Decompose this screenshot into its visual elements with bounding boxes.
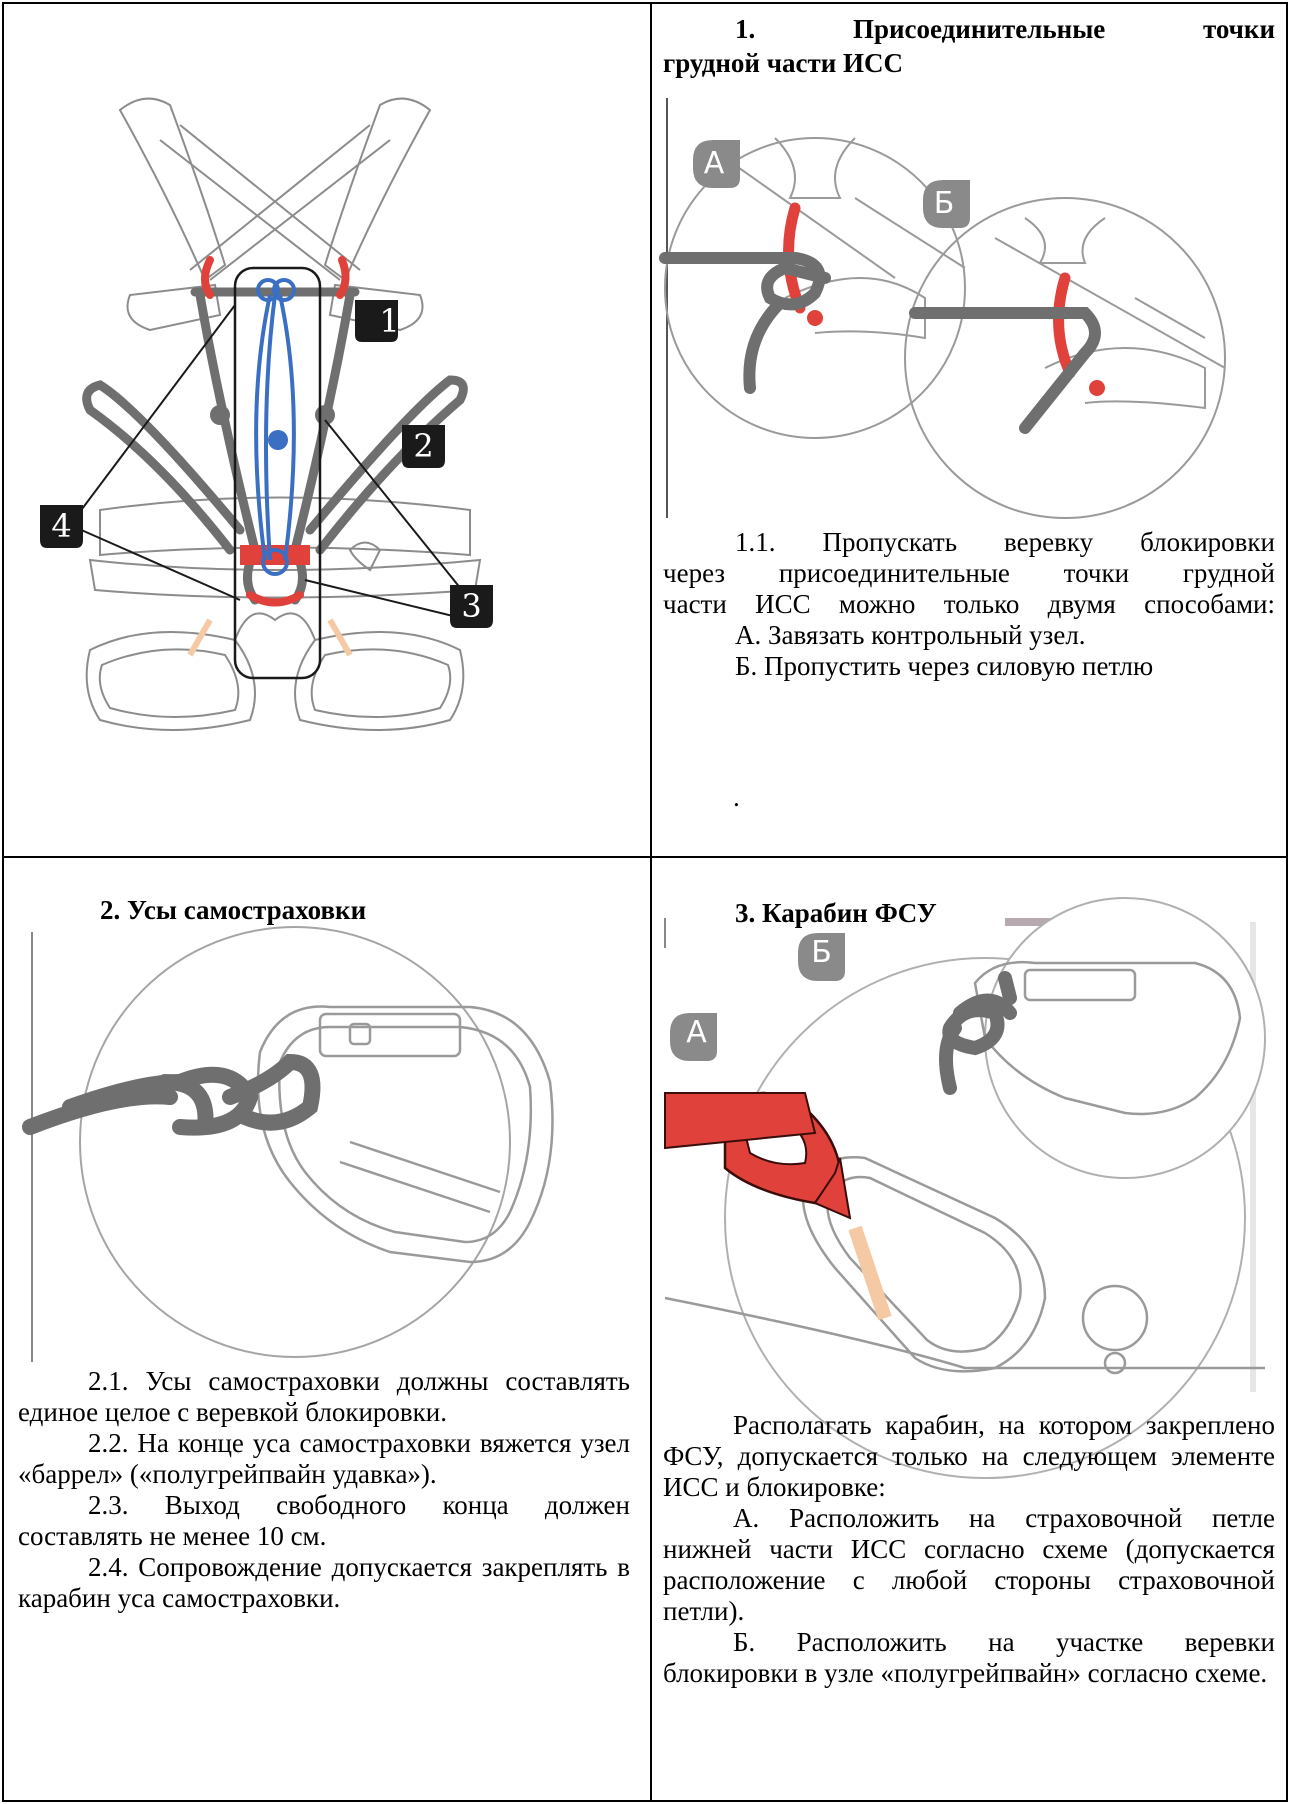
column-divider: [650, 4, 652, 1800]
section1-item-a: А. Завязать контрольный узел.: [663, 620, 1275, 651]
section3-label-b: Б: [798, 935, 845, 970]
marker-2-label: 2: [402, 427, 445, 465]
section3-p3: Б. Расположить на участке веревки блокир…: [663, 1627, 1275, 1689]
section2-p2: 2.2. На конце уса самостраховки вяжется …: [18, 1428, 630, 1490]
row-divider: [4, 856, 1286, 858]
harness-illustration: [30, 80, 620, 850]
attachment-points-diagram: [665, 98, 1275, 518]
section3-label-a: А: [673, 1015, 720, 1050]
section1-dot: .: [733, 782, 740, 813]
section1-text-line3: части ИСС можно только двумя способами:: [663, 589, 1275, 620]
detail-label-a: А: [694, 146, 734, 181]
detail-label-b: Б: [924, 186, 964, 221]
section2-p3: 2.3. Выход свободного конца должен соста…: [18, 1490, 630, 1552]
section2-title: 2. Усы самостраховки: [100, 893, 366, 927]
section2-text: 2.1. Усы самостраховки должны составлять…: [18, 1366, 630, 1614]
section1-title-line1: 1. Присоединительные точки: [663, 12, 1275, 46]
marker-4-label: 4: [40, 507, 83, 545]
section3-title: 3. Карабин ФСУ: [731, 896, 941, 930]
lanyard-diagram: [30, 932, 630, 1362]
section1-text-line2: через присоединительные точки грудной: [663, 558, 1275, 589]
section1-text-line1: 1.1. Пропускать веревку блокировки: [663, 527, 1275, 558]
marker-3-label: 3: [450, 587, 493, 625]
section1-title-line2: грудной части ИСС: [663, 46, 1275, 80]
carabiner-diagram: [665, 918, 1265, 1398]
section3-text: Располагать карабин, на котором закрепле…: [663, 1410, 1275, 1689]
section1-title: 1. Присоединительные точки грудной части…: [663, 12, 1275, 80]
section3-p1: Располагать карабин, на котором закрепле…: [663, 1410, 1275, 1503]
section2-p4: 2.4. Сопровождение допускается закреплят…: [18, 1552, 630, 1614]
section2-p1: 2.1. Усы самостраховки должны составлять…: [18, 1366, 630, 1428]
section1-item-b: Б. Пропустить через силовую петлю: [663, 651, 1275, 682]
section1-text: 1.1. Пропускать веревку блокировки через…: [663, 527, 1275, 682]
marker-1-label: 1: [368, 302, 411, 340]
section3-p2: А. Расположить на страховочной петле ниж…: [663, 1503, 1275, 1627]
